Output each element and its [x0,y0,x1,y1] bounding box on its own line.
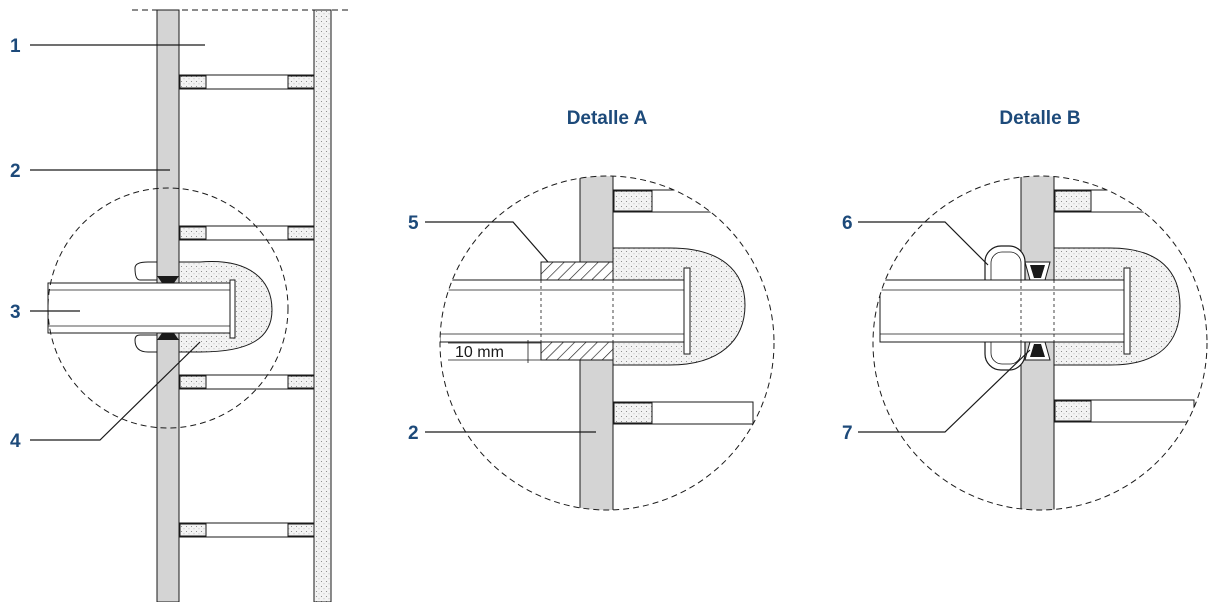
studs [178,74,315,538]
detail-a-sleeve-bottom [540,341,614,361]
leader-4 [30,341,201,441]
label-3: 3 [10,302,21,323]
detail-b-flange [1123,267,1131,355]
detail-b-circle [872,175,1208,511]
label-5: 5 [408,213,419,234]
pipe [47,282,233,334]
detail-b-pipe [879,279,1129,343]
leader-5 [425,221,549,263]
detail-a-pipe [440,279,689,343]
outer-layer [313,9,332,602]
dimension-10mm: 10 mm [448,340,541,363]
detail-b-title: Detalle B [999,108,1080,129]
detail-circle [47,187,289,429]
bead-top [157,276,179,283]
label-2: 2 [10,161,21,182]
detail-a-flange [683,267,691,355]
leader-7 [858,349,1031,433]
label-1: 1 [10,36,21,57]
section-view: 1 2 3 4 [10,9,348,602]
dimension-label: 10 mm [455,344,504,361]
label-4: 4 [10,431,21,452]
detail-a: Detalle A [408,108,775,511]
detail-a-title: Detalle A [567,108,648,129]
detail-a-sleeve-top [540,261,614,281]
label-7: 7 [842,423,853,444]
pipe-flange [229,279,236,339]
bead-bottom [157,333,179,340]
label-2b: 2 [408,423,419,444]
detail-b-beads [1024,261,1051,361]
seal-bottom-left [134,334,158,353]
seal-top-left [134,261,158,281]
detail-a-circle [439,175,775,511]
leader-6 [858,221,989,266]
detail-b: Detalle B [842,108,1208,511]
label-6: 6 [842,213,853,234]
